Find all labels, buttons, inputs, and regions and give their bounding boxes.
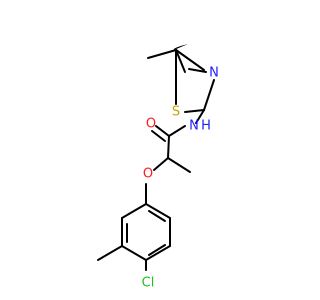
bond-thiazole-c2-s: [184, 109, 205, 113]
bond-amide-n-carbonyl-c: [168, 125, 186, 137]
bond-benzene-3-4: [121, 245, 147, 261]
bond-chiral-c-methyl: [167, 157, 191, 173]
bond-c4-methyl: [173, 44, 188, 50]
bond-benzene-6-1: [145, 203, 171, 219]
bond-carbonyl-c-o-2: [151, 130, 166, 142]
carbonyl-oxygen-atom-label: O: [146, 117, 156, 132]
bond-thiazole-c4-n: [175, 49, 205, 71]
bond-thiazole-c5-c4: [175, 49, 186, 73]
sulfur-atom-label: S: [172, 105, 180, 120]
bond-thiazole-n-c2: [203, 79, 215, 111]
bond-benzene-4-5: [145, 245, 171, 261]
amide-hydrogen-atom-label: H: [201, 119, 211, 134]
chlorine-atom-label: Cl: [142, 276, 155, 291]
bonds: [97, 44, 215, 271]
amide-nitrogen-atom-label: N: [189, 119, 199, 134]
bond-benzene-inner-3: [148, 210, 166, 222]
bond-benzene-methyl: [97, 245, 123, 261]
thiazole-nitrogen-atom-label: N: [209, 66, 219, 81]
bond-benzene-1-2: [121, 203, 147, 219]
bond-benzene-inner-2: [148, 244, 166, 256]
chemical-structure-diagram: S N N H O O Cl: [97, 44, 219, 291]
bond-chiral-c-ether-o: [153, 157, 169, 171]
bond-thiazole-c4-n-double: [188, 68, 207, 73]
bond-carbonyl-c-chiral-c: [167, 135, 170, 159]
bond-carbonyl-c-o-1: [155, 125, 170, 137]
atom-labels: S N N H O O Cl: [142, 66, 219, 291]
bond-methyl-thiazole: [147, 49, 177, 59]
ether-oxygen-atom-label: O: [143, 167, 153, 182]
bond-c2-amide-n: [195, 109, 205, 124]
